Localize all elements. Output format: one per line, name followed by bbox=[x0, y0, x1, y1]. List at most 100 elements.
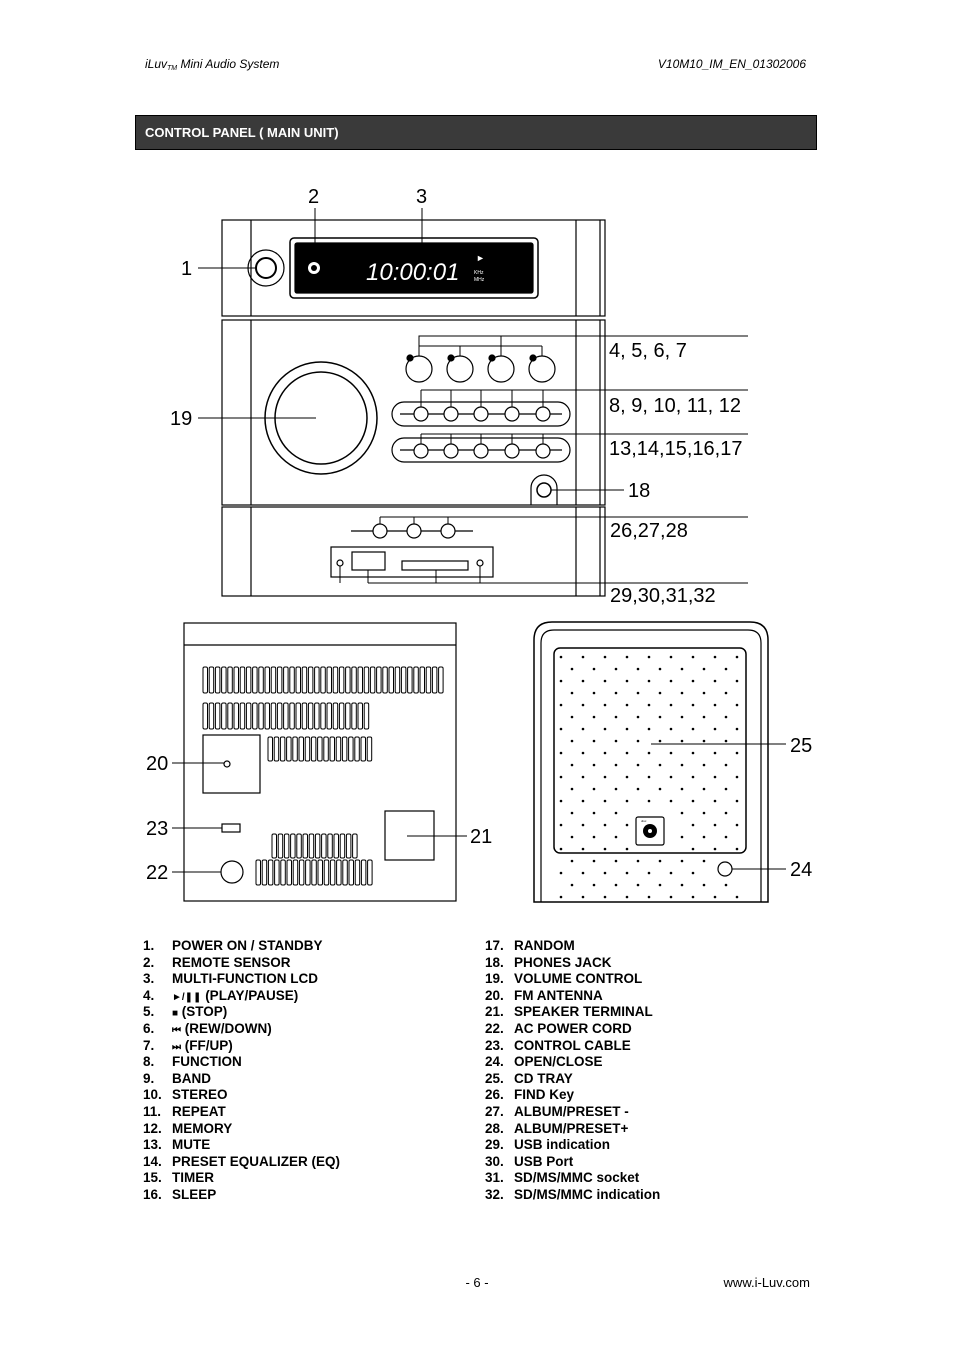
legend-number: 23. bbox=[485, 1037, 504, 1053]
phones-jack-housing bbox=[530, 474, 558, 505]
legend-number: 24. bbox=[485, 1054, 504, 1070]
legend-number: 2. bbox=[143, 954, 155, 970]
lcd-time: 10:00:01 bbox=[366, 259, 459, 286]
ac-power-cord-icon bbox=[220, 860, 244, 884]
legend-item: 1.POWER ON / STANDBY bbox=[143, 938, 340, 955]
callout-26-28: 26,27,28 bbox=[610, 520, 688, 542]
legend-number: 19. bbox=[485, 971, 504, 987]
lcd-screen bbox=[294, 242, 534, 294]
legend-item: 16.SLEEP bbox=[143, 1187, 340, 1204]
legend-item: 2.REMOTE SENSOR bbox=[143, 955, 340, 972]
usb-port bbox=[351, 551, 386, 571]
legend-item: 11.REPEAT bbox=[143, 1104, 340, 1121]
rear-panel bbox=[183, 622, 457, 902]
card-slot bbox=[401, 560, 469, 571]
legend-label: TIMER bbox=[172, 1170, 214, 1186]
legend-number: 17. bbox=[485, 938, 504, 953]
legend-number: 9. bbox=[143, 1070, 155, 1086]
legend-item: 27.ALBUM/PRESET - bbox=[485, 1104, 660, 1121]
callout-19: 19 bbox=[170, 408, 192, 430]
lcd-band-khz: KHz bbox=[474, 270, 484, 276]
legend-label: REPEAT bbox=[172, 1103, 226, 1119]
footer-url[interactable]: www.i-Luv.com bbox=[723, 1275, 810, 1290]
rear-vent-4 bbox=[271, 833, 358, 859]
callout-3: 3 bbox=[416, 186, 427, 208]
legend-item: 31.SD/MS/MMC socket bbox=[485, 1170, 660, 1187]
legend-item: 30. USB Port bbox=[485, 1154, 660, 1171]
legend-item: 18.PHONES JACK bbox=[485, 955, 660, 972]
legend-label: SPEAKER TERMINAL bbox=[514, 1004, 653, 1020]
legend-number: 15. bbox=[143, 1170, 162, 1186]
section-title-bar: CONTROL PANEL ( MAIN UNIT) bbox=[135, 115, 817, 150]
legend-label: FM ANTENNA bbox=[514, 987, 603, 1003]
legend-item: 24. OPEN/CLOSE bbox=[485, 1054, 660, 1071]
rear-vent-2 bbox=[202, 702, 370, 730]
legend-glyph-icon: ⏮ bbox=[172, 1024, 181, 1036]
legend-glyph-icon: ►/❚❚ bbox=[172, 991, 202, 1003]
legend-number: 22. bbox=[485, 1020, 504, 1036]
fm-antenna-plate bbox=[202, 734, 261, 794]
legend-label: (REW/DOWN) bbox=[181, 1020, 272, 1036]
rear-vent-3 bbox=[267, 736, 373, 762]
legend-number: 32. bbox=[485, 1186, 504, 1202]
main-unit-middle bbox=[221, 319, 606, 506]
cd-callouts bbox=[651, 743, 786, 870]
lcd-band-mhz: MHz bbox=[474, 277, 485, 283]
callout-8-12: 8, 9, 10, 11, 12 bbox=[609, 395, 741, 417]
power-button bbox=[255, 257, 277, 279]
legend-label: SD/MS/MMC socket bbox=[514, 1170, 640, 1186]
legend-label: POWER ON / STANDBY bbox=[172, 938, 323, 953]
legend-label: (STOP) bbox=[178, 1004, 228, 1020]
legend-item: 6.⏮ (REW/DOWN) bbox=[143, 1021, 340, 1038]
legend-number: 30. bbox=[485, 1153, 504, 1169]
legend-number: 4. bbox=[143, 987, 155, 1003]
callout-1: 1 bbox=[181, 258, 192, 280]
phones-jack-icon bbox=[536, 482, 552, 498]
page-number: - 6 - bbox=[465, 1275, 489, 1290]
callout-25: 25 bbox=[790, 735, 812, 757]
legend-item: 7.⏭ (FF/UP) bbox=[143, 1038, 340, 1055]
legend-label: VOLUME CONTROL bbox=[514, 971, 643, 987]
legend-number: 5. bbox=[143, 1004, 155, 1020]
legend-item: 20. FM ANTENNA bbox=[485, 988, 660, 1005]
legend-number: 29. bbox=[485, 1137, 504, 1153]
section-title: CONTROL PANEL ( MAIN UNIT) bbox=[145, 125, 339, 140]
disc-logo-text: disc bbox=[641, 819, 647, 823]
cd-callout-labels: 25 24 bbox=[790, 735, 812, 881]
legend-item: 25.CD TRAY bbox=[485, 1071, 660, 1088]
legend-number: 3. bbox=[143, 971, 155, 987]
legend-item: 3.MULTI-FUNCTION LCD bbox=[143, 971, 340, 988]
legend-item: 22. AC POWER CORD bbox=[485, 1021, 660, 1038]
disc-logo-icon bbox=[635, 816, 665, 846]
legend-number: 12. bbox=[143, 1120, 162, 1136]
legend-label: OPEN/CLOSE bbox=[514, 1054, 603, 1070]
legend-number: 20. bbox=[485, 987, 504, 1003]
legend-label: AC POWER CORD bbox=[514, 1020, 632, 1036]
control-cable-port bbox=[221, 823, 241, 833]
lcd-frame bbox=[289, 237, 539, 299]
callout-18: 18 bbox=[628, 480, 650, 502]
fm-antenna-icon bbox=[223, 760, 231, 768]
legend-label: FIND Key bbox=[514, 1087, 575, 1103]
legend-item: 10.STEREO bbox=[143, 1087, 340, 1104]
legend-label: (FF/UP) bbox=[181, 1037, 233, 1053]
legend-label: SLEEP bbox=[172, 1186, 217, 1202]
header-product: iLuvTM Mini Audio System bbox=[145, 57, 280, 72]
legend-label: ALBUM/PRESET - bbox=[514, 1103, 629, 1119]
legend-number: 25. bbox=[485, 1070, 504, 1086]
callout-20: 20 bbox=[146, 753, 168, 775]
legend-item: 19. VOLUME CONTROL bbox=[485, 971, 660, 988]
callout-2: 2 bbox=[308, 186, 319, 208]
legend-label: ALBUM/PRESET+ bbox=[514, 1120, 629, 1136]
cd-tray-view: disc bbox=[533, 621, 769, 903]
legend-number: 8. bbox=[143, 1054, 155, 1070]
main-unit-callout-labels: 1 2 3 4, 5, 6, 7 8, 9, 10, 11, 12 13,14,… bbox=[170, 186, 742, 607]
legend-label: CONTROL CABLE bbox=[514, 1037, 631, 1053]
legend-number: 14. bbox=[143, 1153, 162, 1169]
legend-label: USB Port bbox=[514, 1153, 574, 1169]
callout-22: 22 bbox=[146, 862, 168, 884]
legend-item: 28.ALBUM/PRESET+ bbox=[485, 1121, 660, 1138]
main-unit-bottom bbox=[221, 506, 606, 597]
legend-item: 5.■ (STOP) bbox=[143, 1004, 340, 1021]
